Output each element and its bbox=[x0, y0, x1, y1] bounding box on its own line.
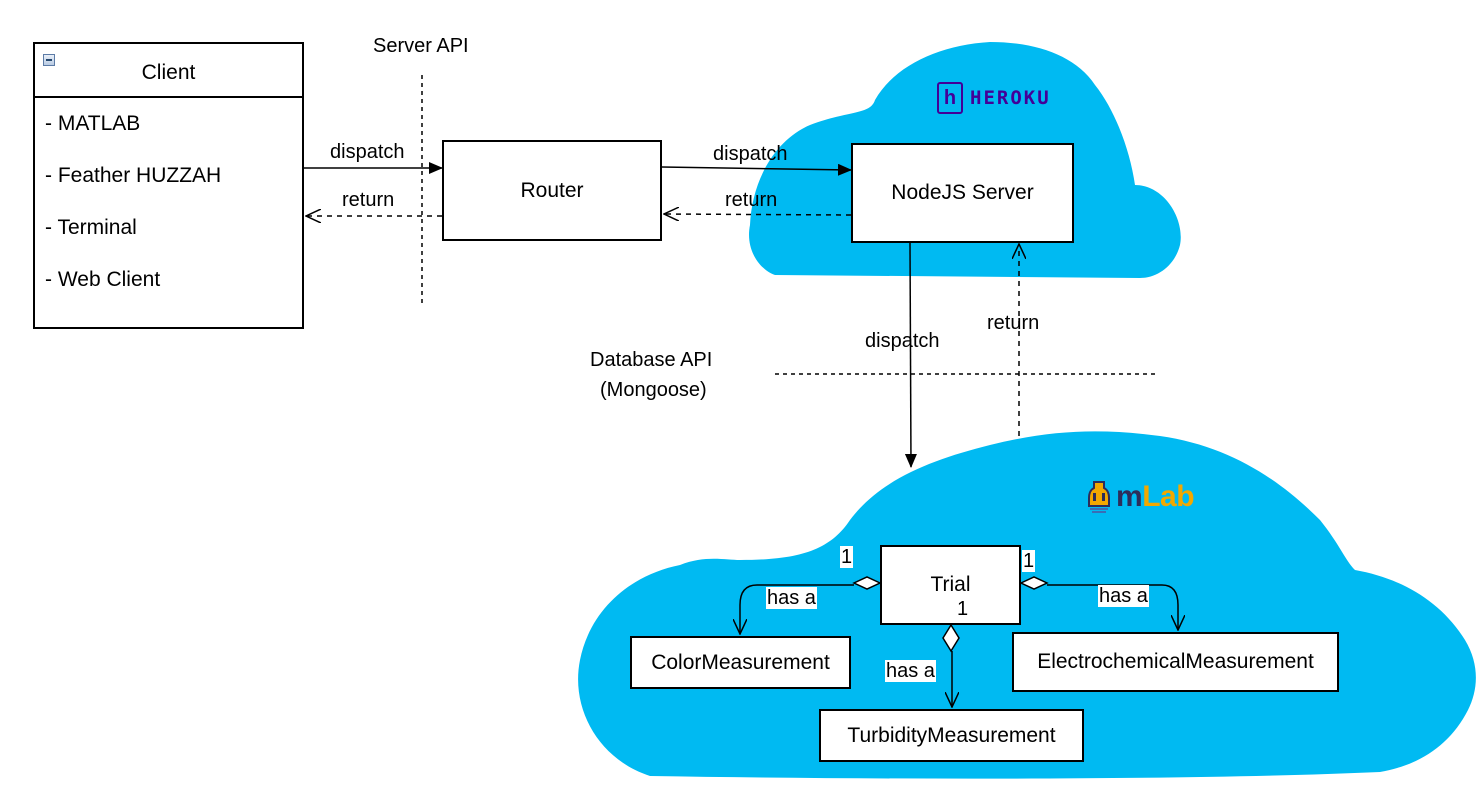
client-header: Client bbox=[35, 44, 302, 98]
mlab-wordmark: mLab bbox=[1116, 480, 1195, 514]
router-label: Router bbox=[520, 178, 584, 202]
multiplicity-label: 1 bbox=[957, 598, 969, 620]
turbidity-measurement-box: TurbidityMeasurement bbox=[819, 709, 1084, 762]
client-title: Client bbox=[141, 61, 196, 84]
multiplicity-label: 1 bbox=[1022, 550, 1036, 572]
router-box: Router bbox=[442, 140, 662, 241]
client-item: - MATLAB bbox=[45, 112, 141, 135]
edge-label-dispatch: dispatch bbox=[330, 141, 405, 163]
nodejs-server-box: NodeJS Server bbox=[851, 143, 1074, 243]
trial-label: Trial bbox=[930, 573, 971, 596]
router-node-dispatch-edge bbox=[661, 163, 852, 176]
edge-label-dispatch: dispatch bbox=[865, 330, 940, 352]
mlab-logo: mLab bbox=[1088, 480, 1195, 514]
client-item: - Feather HUZZAH bbox=[45, 164, 222, 187]
edge-label-return: return bbox=[987, 312, 1040, 334]
mlab-wordmark-m: m bbox=[1116, 480, 1143, 513]
edge-label-return: return bbox=[725, 189, 778, 211]
edge-label-dispatch: dispatch bbox=[713, 143, 788, 165]
color-measurement-label: ColorMeasurement bbox=[651, 650, 830, 674]
turbidity-measurement-label: TurbidityMeasurement bbox=[847, 723, 1056, 747]
relation-label-has-a: has a bbox=[1098, 585, 1149, 607]
nodejs-server-label: NodeJS Server bbox=[891, 181, 1034, 204]
color-measurement-box: ColorMeasurement bbox=[630, 636, 851, 689]
heroku-wordmark: HEROKU bbox=[970, 87, 1051, 109]
client-item: - Web Client bbox=[45, 268, 161, 291]
mlab-flask-icon bbox=[1088, 481, 1110, 513]
client-box: Client - MATLAB - Feather HUZZAH - Termi… bbox=[33, 42, 304, 329]
trial-color-diamond bbox=[852, 576, 882, 590]
client-item: - Terminal bbox=[45, 216, 137, 239]
client-list: - MATLAB - Feather HUZZAH - Terminal - W… bbox=[35, 98, 302, 306]
relation-label-has-a: has a bbox=[766, 587, 817, 609]
node-db-dispatch-edge bbox=[904, 242, 917, 468]
multiplicity-label: 1 bbox=[840, 546, 854, 568]
relation-label-has-a: has a bbox=[885, 660, 936, 682]
trial-turbidity-diamond bbox=[942, 623, 960, 653]
collapse-icon[interactable] bbox=[43, 54, 55, 66]
edge-label-return: return bbox=[342, 189, 395, 211]
electrochemical-measurement-box: ElectrochemicalMeasurement bbox=[1012, 632, 1339, 692]
electrochemical-measurement-label: ElectrochemicalMeasurement bbox=[1037, 650, 1314, 673]
database-api-label: Database API bbox=[590, 349, 713, 371]
trial-electro-edge bbox=[1047, 584, 1178, 630]
trial-box: Trial bbox=[880, 545, 1021, 625]
database-api-sublabel: (Mongoose) bbox=[600, 379, 707, 401]
heroku-icon: h bbox=[937, 82, 963, 114]
router-node-return-edge bbox=[664, 214, 852, 215]
trial-electro-diamond bbox=[1019, 576, 1049, 590]
heroku-logo: h HEROKU bbox=[937, 82, 1051, 114]
mlab-wordmark-lab: Lab bbox=[1142, 480, 1195, 513]
server-api-label: Server API bbox=[373, 35, 469, 57]
trial-color-edge bbox=[740, 584, 854, 634]
